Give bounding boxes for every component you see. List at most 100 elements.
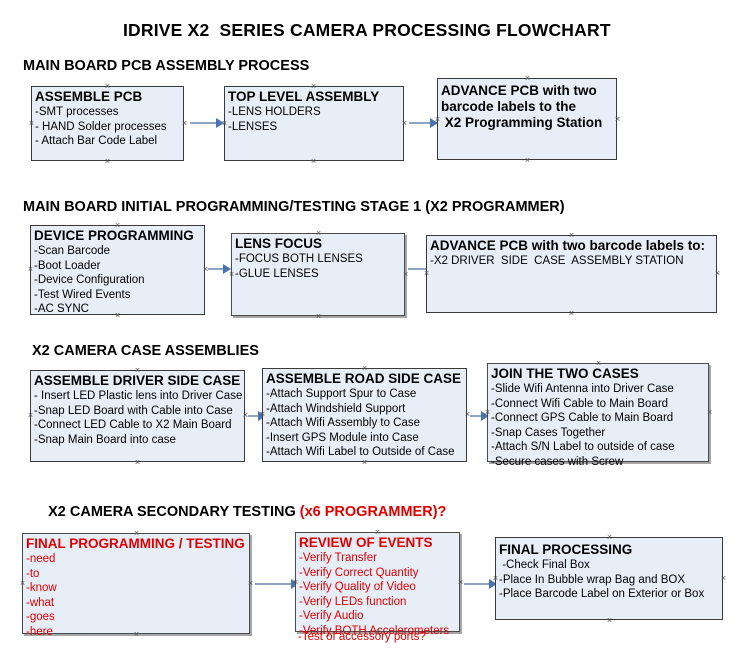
- node-title: ASSEMBLE DRIVER SIDE CASE: [34, 373, 241, 388]
- resize-handle-bottom[interactable]: [374, 629, 381, 636]
- arrow-shaft: [409, 122, 431, 124]
- resize-handle-left[interactable]: [228, 271, 235, 278]
- node-line: -Scan Barcode: [34, 245, 111, 257]
- resize-handle-top[interactable]: [568, 232, 575, 239]
- arrow-head: [489, 579, 497, 589]
- node-advance-pcb-to-driver-side[interactable]: ADVANCE PCB with two barcode labels to: …: [426, 235, 717, 313]
- resize-handle-top[interactable]: [374, 529, 381, 536]
- node-line: -Attach S/N Label to outside of case: [491, 441, 675, 453]
- resize-handle-top[interactable]: [595, 360, 602, 367]
- resize-handle-bottom[interactable]: [315, 313, 322, 320]
- node-line: -Check Final Box: [499, 559, 590, 571]
- node-title: ASSEMBLE PCB: [35, 89, 143, 104]
- section-heading-x2-camera-secondary-testing: X2 CAMERA SECONDARY TESTING (x6 PROGRAMM…: [32, 488, 446, 536]
- node-final-programming-testing[interactable]: FINAL PROGRAMMING / TESTING -need -to -k…: [22, 533, 250, 638]
- resize-handle-bottom[interactable]: [133, 631, 140, 638]
- resize-handle-right[interactable]: [706, 409, 713, 416]
- resize-handle-bottom[interactable]: [606, 617, 613, 624]
- resize-handle-bottom[interactable]: [568, 310, 575, 317]
- node-line: -Verify LEDs function: [299, 595, 407, 608]
- resize-handle-bottom[interactable]: [524, 157, 531, 164]
- resize-handle-top[interactable]: [315, 230, 322, 237]
- resize-handle-right[interactable]: [401, 120, 408, 127]
- node-lens-focus[interactable]: LENS FOCUS -FOCUS BOTH LENSES -GLUE LENS…: [231, 233, 405, 316]
- node-line: -Verify Audio: [299, 610, 364, 622]
- resize-handle-top[interactable]: [361, 365, 368, 372]
- node-line: -GLUE LENSES: [235, 267, 319, 280]
- resize-handle-left[interactable]: [484, 409, 491, 416]
- node-device-programming[interactable]: DEVICE PROGRAMMING -Scan Barcode -Boot L…: [30, 225, 205, 315]
- resize-handle-bottom[interactable]: [361, 459, 368, 466]
- node-line: -FOCUS BOTH LENSES: [235, 253, 363, 265]
- resize-handle-left[interactable]: [259, 411, 266, 418]
- resize-handle-right[interactable]: [720, 575, 727, 582]
- node-line: -to: [26, 567, 40, 580]
- resize-handle-bottom[interactable]: [114, 312, 121, 319]
- node-title: REVIEW OF EVENTS: [299, 535, 433, 550]
- resize-handle-left[interactable]: [492, 575, 499, 582]
- arrow-shaft: [470, 415, 482, 417]
- resize-handle-top[interactable]: [133, 530, 140, 537]
- node-line: -Verify Transfer: [299, 552, 377, 564]
- node-join-the-two-cases[interactable]: JOIN THE TWO CASES -Slide Wifi Antenna i…: [487, 363, 709, 468]
- resize-handle-left[interactable]: [221, 120, 228, 127]
- resize-handle-left[interactable]: [423, 270, 430, 277]
- section-heading-text: X2 CAMERA SECONDARY TESTING: [48, 504, 300, 520]
- node-top-level-assembly[interactable]: TOP LEVEL ASSEMBLY -LENS HOLDERS -LENSES: [224, 86, 404, 161]
- node-line: -Attach Wifi Assembly to Case: [266, 417, 421, 429]
- node-line: -Snap Main Board into case: [34, 433, 176, 446]
- arrow-head: [216, 118, 224, 128]
- node-line: -Attach Windshield Support: [266, 402, 406, 415]
- resize-handle-top[interactable]: [606, 534, 613, 541]
- node-line: -need: [26, 553, 56, 565]
- node-line: -LENSES: [228, 120, 278, 133]
- node-line: -Boot Loader: [34, 259, 101, 272]
- node-title: ADVANCE PCB with two barcode labels to:: [430, 238, 706, 253]
- resize-handle-left[interactable]: [28, 120, 35, 127]
- node-title: JOIN THE TWO CASES: [491, 366, 639, 381]
- node-assemble-road-side-case[interactable]: ASSEMBLE ROAD SIDE CASE -Attach Support …: [262, 368, 467, 462]
- resize-handle-bottom[interactable]: [310, 158, 317, 165]
- node-line: -Verify Quality of Video: [299, 581, 416, 593]
- resize-handle-top[interactable]: [524, 75, 531, 82]
- resize-handle-left[interactable]: [434, 116, 441, 123]
- node-line: -Snap LED Board with Cable into Case: [34, 404, 233, 417]
- connector-arrow: [190, 118, 224, 128]
- node-line: -X2 DRIVER SIDE CASE ASSEMBLY STATION: [430, 255, 684, 267]
- resize-handle-left[interactable]: [27, 266, 34, 273]
- node-final-processing[interactable]: FINAL PROCESSING -Check Final Box -Place…: [495, 537, 723, 620]
- resize-handle-left[interactable]: [27, 412, 34, 419]
- node-line: -Insert GPS Module into Case: [266, 431, 419, 444]
- resize-handle-right[interactable]: [181, 120, 188, 127]
- node-line: -SMT processes: [35, 106, 119, 118]
- resize-handle-right[interactable]: [457, 579, 464, 586]
- node-assemble-pcb[interactable]: ASSEMBLE PCB -SMT processes - HAND Solde…: [31, 86, 184, 161]
- resize-handle-top[interactable]: [134, 367, 141, 374]
- resize-handle-bottom[interactable]: [104, 158, 111, 165]
- resize-handle-bottom[interactable]: [134, 459, 141, 466]
- node-line: -Slide Wifi Antenna into Driver Case: [491, 383, 674, 395]
- resize-handle-right[interactable]: [714, 270, 721, 277]
- node-line: -Attach Wifi Label to Outside of Case: [266, 446, 455, 458]
- node-line: -Verify Correct Quantity: [299, 566, 419, 579]
- resize-handle-top[interactable]: [104, 83, 111, 90]
- node-assemble-driver-side-case[interactable]: ASSEMBLE DRIVER SIDE CASE - Insert LED P…: [30, 370, 245, 462]
- resize-handle-bottom[interactable]: [595, 459, 602, 466]
- arrow-shaft: [190, 122, 217, 124]
- arrow-shaft: [248, 415, 259, 417]
- resize-handle-left[interactable]: [19, 580, 26, 587]
- resize-handle-right[interactable]: [247, 580, 254, 587]
- connector-arrow: [464, 579, 497, 589]
- resize-handle-top[interactable]: [114, 222, 121, 229]
- node-review-of-events[interactable]: REVIEW OF EVENTS -Verify Transfer -Verif…: [295, 532, 460, 637]
- section-heading-accent: (x6 PROGRAMMER)?: [299, 504, 447, 520]
- node-line: -here: [26, 625, 53, 638]
- node-advance-pcb-to-x2-station[interactable]: ADVANCE PCB with two barcode labels to t…: [437, 78, 617, 160]
- arrow-shaft: [208, 268, 224, 270]
- node-line: -goes: [26, 611, 55, 623]
- resize-handle-top[interactable]: [310, 83, 317, 90]
- node-line: -AC SYNC: [34, 303, 89, 315]
- node-line: -what: [26, 596, 55, 609]
- resize-handle-right[interactable]: [614, 116, 621, 123]
- resize-handle-left[interactable]: [292, 579, 299, 586]
